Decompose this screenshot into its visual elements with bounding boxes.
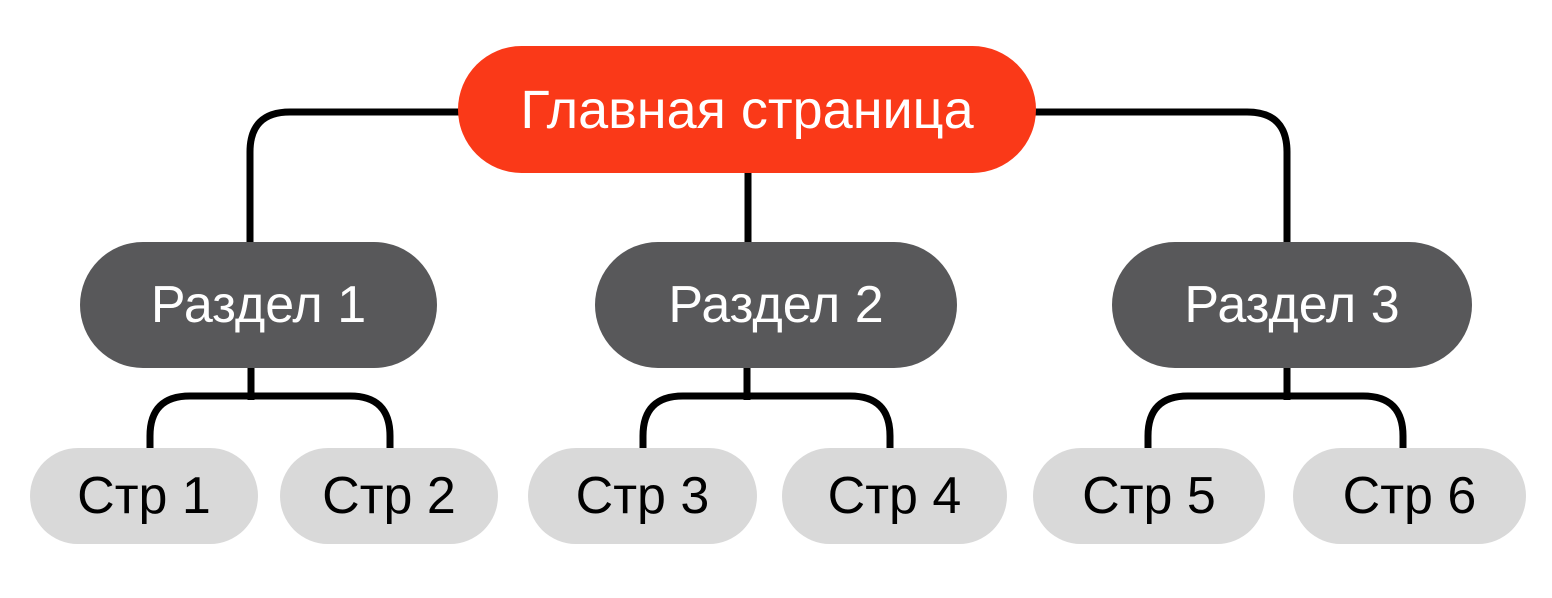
node-section-2-label: Раздел 2 [668,276,884,334]
node-main-page: Главная страница [458,46,1036,173]
node-page-3: Стр 3 [528,448,757,544]
node-page-1: Стр 1 [30,448,258,544]
connector-bracket-section1 [146,392,394,452]
node-section-1-label: Раздел 1 [150,276,367,334]
connector-root-section1 [246,108,468,246]
node-section-1: Раздел 1 [80,242,437,368]
node-page-3-label: Стр 3 [575,467,710,525]
node-page-6: Стр 6 [1293,448,1526,544]
node-page-4: Стр 4 [782,448,1007,544]
node-page-6-label: Стр 6 [1342,467,1477,525]
node-section-3-label: Раздел 3 [1184,276,1400,334]
node-section-3: Раздел 3 [1112,242,1472,368]
connector-bracket-section3 [1144,392,1407,452]
node-section-2: Раздел 2 [595,242,957,368]
node-main-page-label: Главная страница [520,79,974,140]
node-page-2-label: Стр 2 [322,467,456,525]
node-page-5-label: Стр 5 [1082,467,1216,525]
connector-root-section3 [1026,108,1291,246]
connector-bracket-section2 [639,392,894,452]
node-page-2: Стр 2 [280,448,498,544]
node-page-5: Стр 5 [1033,448,1265,544]
node-page-4-label: Стр 4 [827,467,962,525]
node-page-1-label: Стр 1 [77,467,211,525]
